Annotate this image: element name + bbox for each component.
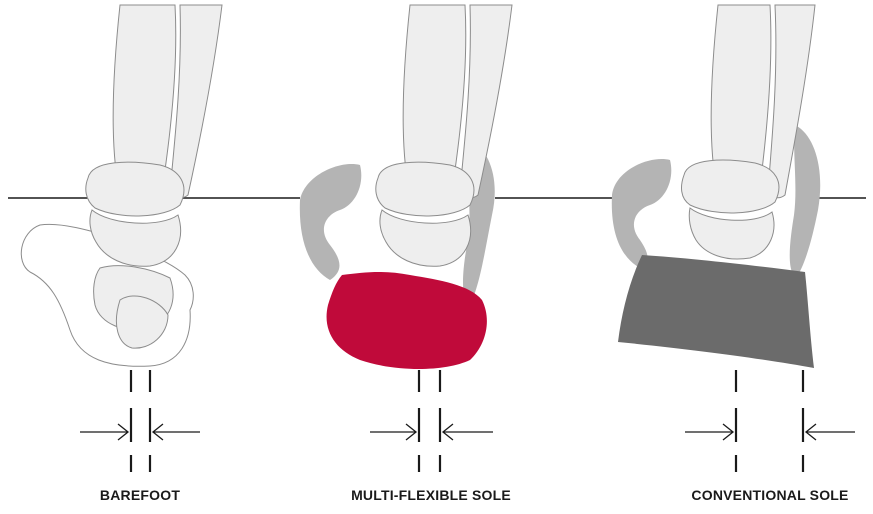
conventional-talus (682, 160, 779, 213)
barefoot-fibula (170, 5, 222, 198)
conventional-soft-tissue-left (612, 159, 672, 268)
multi-foot (300, 5, 512, 369)
barefoot-talus (86, 162, 184, 216)
conventional-calcaneus (689, 208, 774, 259)
conventional-sole (618, 255, 814, 368)
multi-talus (376, 162, 474, 216)
barefoot-foot (21, 5, 222, 366)
label-barefoot: BAREFOOT (100, 487, 180, 503)
barefoot-arrows (80, 424, 200, 440)
conventional-soft-tissue-right (790, 125, 821, 278)
multi-arrows (370, 424, 493, 440)
multi-measure (419, 370, 440, 472)
multi-soft-tissue-left (300, 164, 361, 280)
conventional-measure (736, 370, 803, 472)
label-multi-flexible-sole: MULTI-FLEXIBLE SOLE (351, 487, 511, 503)
barefoot-measure (131, 370, 150, 472)
label-conventional-sole: CONVENTIONAL SOLE (691, 487, 848, 503)
multi-calcaneus (380, 210, 471, 266)
conventional-arrows (685, 424, 855, 440)
conventional-foot (612, 5, 820, 368)
multi-flexible-sole (327, 272, 487, 369)
